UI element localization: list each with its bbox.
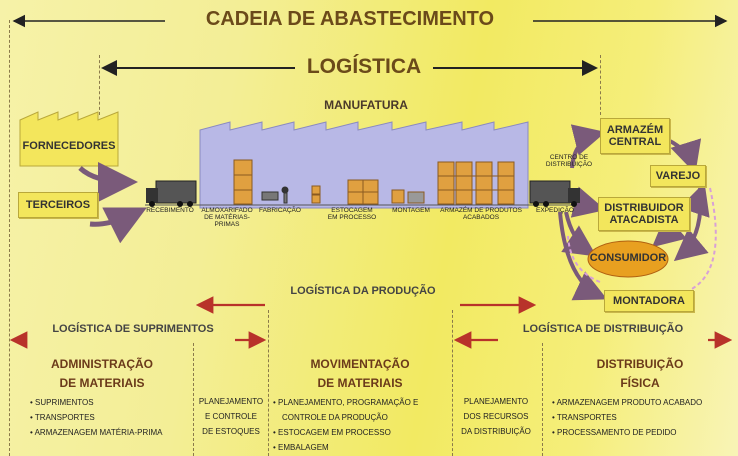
guide-line-logistica-right: [600, 55, 601, 115]
col3-title-line2: DE MATERIAIS: [317, 376, 403, 390]
col3-item-2: CONTROLE DA PRODUÇÃO: [282, 413, 388, 422]
col3-item-3: • ESTOCAGEM EM PROCESSO: [273, 428, 391, 437]
montadora-arrow: [558, 211, 608, 301]
wip-stock-icon: [311, 179, 379, 205]
logistica-distribuicao-label: LOGÍSTICA DE DISTRIBUIÇÃO: [522, 323, 684, 335]
consumidor-arrow: [561, 211, 597, 257]
logistica-suprimentos-label: LOGÍSTICA DE SUPRIMENTOS: [52, 323, 214, 335]
col5-item-1: • ARMAZENAGEM PRODUTO ACABADO: [552, 398, 703, 407]
col3-item-1: • PLANEJAMENTO, PROGRAMAÇÃO E: [273, 398, 419, 407]
truck-shipping-icon: [529, 180, 580, 207]
armazem-central-box: ARMAZÉM CENTRAL: [600, 118, 670, 154]
dashed-return-arrow: [689, 187, 717, 291]
col2-line-3: DE ESTOQUES: [202, 427, 260, 436]
distribution-center-label: CENTRO DE DISTRIBUIÇÃO: [545, 154, 593, 168]
varejo-box: VAREJO: [650, 165, 706, 187]
col3-item-4: • EMBALAGEM: [273, 443, 329, 452]
rack-finished-goods-icon: [437, 161, 515, 205]
col5-item-2: • TRANSPORTES: [552, 413, 617, 422]
col1-item-2: • TRANSPORTES: [30, 413, 95, 422]
logistics-title: LOGÍSTICA: [306, 55, 422, 78]
col2-line-2: E CONTROLE: [204, 412, 257, 421]
col5-item-3: • PROCESSAMENTO DE PEDIDO: [552, 428, 677, 437]
assembly-icon: [391, 189, 425, 204]
distribuidor-arrow: [570, 186, 606, 218]
col1-item-3: • ARMAZENAGEM MATÉRIA-PRIMA: [30, 428, 163, 437]
truck-receiving-icon: [146, 180, 197, 207]
terceiros-box: TERCEIROS: [18, 192, 98, 218]
station-assembly: MONTAGEM: [392, 207, 430, 214]
fornecedores-label: FORNECEDORES: [22, 140, 116, 152]
guide-line-col5: [542, 343, 543, 456]
fornecedores-arrow: [78, 161, 138, 202]
col4-line-3: DA DISTRIBUIÇÃO: [461, 427, 531, 436]
guide-line-left: [9, 20, 10, 456]
armazem-arrow: [570, 124, 606, 169]
station-finished-goods: ARMAZÉM DE PRODUTOS ACABADOS: [440, 207, 522, 221]
col5-title-line2: FÍSICA: [620, 376, 660, 390]
col2-line-1: PLANEJAMENTO: [198, 397, 264, 406]
rack-raw-materials-icon: [233, 159, 253, 205]
supply-chain-title: CADEIA DE ABASTECIMENTO: [205, 8, 495, 30]
station-shipping: EXPEDIÇÃO: [536, 207, 574, 214]
station-receiving: RECEBIMENTO: [146, 207, 194, 214]
terceiros-arrow: [89, 207, 147, 244]
manufacturing-title: MANUFATURA: [324, 98, 408, 112]
fabrication-icon: [261, 186, 289, 204]
guide-line-col4: [452, 310, 453, 456]
col4-line-1: PLANEJAMENTO: [463, 397, 529, 406]
station-fabrication: FABRICAÇÃO: [259, 207, 301, 214]
armazem-varejo-arrow: [667, 138, 702, 174]
col1-title-line2: DE MATERIAIS: [59, 376, 145, 390]
logistica-producao-label: LOGÍSTICA DA PRODUÇÃO: [290, 285, 436, 297]
col5-title-line1: DISTRIBUIÇÃO: [596, 357, 684, 371]
dashed-return-arrow-2: [567, 235, 601, 283]
col1-item-1: • SUPRIMENTOS: [30, 398, 94, 407]
distribuidor-atacadista-box: DISTRIBUIDOR ATACADISTA: [598, 197, 690, 231]
guide-line-col3: [268, 310, 269, 456]
col1-title-line1: ADMINISTRAÇÃO: [51, 357, 153, 371]
guide-line-logistica-left: [99, 55, 100, 115]
terceiros-label: TERCEIROS: [25, 199, 91, 211]
fornecedores-shape: [19, 111, 119, 167]
station-raw-materials: ALMOXARIFADO DE MATÉRIAS- PRIMAS: [201, 207, 253, 228]
montadora-box: MONTADORA: [604, 290, 694, 312]
consumidor-ellipse: [587, 240, 669, 278]
consumidor-label: CONSUMIDOR: [589, 252, 667, 264]
col3-title-line1: MOVIMENTAÇÃO: [310, 357, 410, 371]
guide-line-col2: [193, 343, 194, 456]
col4-line-2: DOS RECURSOS: [463, 412, 529, 421]
station-wip: ESTOCAGEM EM PROCESSO: [327, 207, 377, 221]
